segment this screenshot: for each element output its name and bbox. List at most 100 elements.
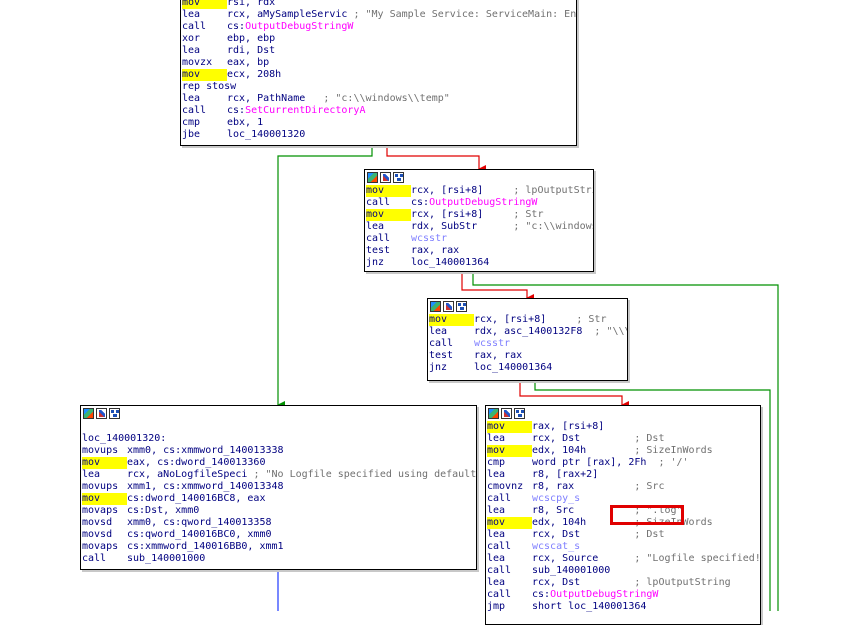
comment: ; lpOutputString (586, 577, 731, 588)
graph-overview-icon[interactable] (96, 408, 107, 419)
color-palette-icon[interactable] (488, 408, 499, 419)
operands: xmm0, cs:qword_140013358 (127, 517, 272, 528)
instruction-line[interactable]: loc_140001320: (82, 433, 475, 445)
edge-jnz1-false (461, 272, 534, 302)
block-toolbar (365, 170, 593, 185)
mnemonic: lea (487, 505, 506, 516)
import-function: OutputDebugStringW (429, 197, 538, 208)
mnemonic: movups (82, 481, 119, 492)
operands: rcx, Dst (532, 577, 581, 588)
operands: eax, cs:dword_140013360 (127, 457, 266, 468)
color-palette-icon[interactable] (430, 301, 441, 312)
xref-icon[interactable] (514, 408, 525, 419)
comment: ; '/' (652, 457, 689, 468)
instruction-line[interactable]: rep stosw (182, 81, 575, 93)
graph-overview-icon[interactable] (501, 408, 512, 419)
mnemonic: lea (182, 45, 201, 56)
instruction-line[interactable]: jbe loc_140001320 (182, 129, 575, 141)
mnemonic: mov (82, 457, 127, 469)
graph-overview-icon[interactable] (380, 172, 391, 183)
color-palette-icon[interactable] (83, 408, 94, 419)
operands: cs:qword_140016BC0, xmm0 (127, 529, 272, 540)
operands: r8, Src (532, 505, 575, 516)
comment: ; Dst (586, 529, 665, 540)
xref-icon[interactable] (393, 172, 404, 183)
operands: short loc_140001364 (532, 601, 647, 612)
block-toolbar (428, 299, 627, 314)
mnemonic: lea (487, 469, 506, 480)
operands: rdx, asc_1400132F8 (474, 326, 583, 337)
instruction-line[interactable]: lea r8, Src ; ".log" (487, 505, 759, 517)
operands: loc_140001320 (227, 129, 306, 140)
operands: rcx, PathName (227, 93, 306, 104)
xref-icon[interactable] (109, 408, 120, 419)
mnemonic: call (182, 105, 207, 116)
comment: ; ".log" (580, 505, 683, 516)
color-palette-icon[interactable] (367, 172, 378, 183)
mnemonic: test (429, 350, 454, 361)
operands: rcx, [rsi+8] (411, 185, 484, 196)
mnemonic: jbe (182, 129, 201, 140)
mnemonic: mov (82, 493, 127, 505)
xref-icon[interactable] (456, 301, 467, 312)
operand-prefix: cs: (227, 105, 246, 116)
graph-overview-icon[interactable] (443, 301, 454, 312)
mnemonic: movaps (82, 541, 119, 552)
edge-jbe-false (386, 146, 486, 173)
instruction-line[interactable] (82, 421, 475, 433)
comment: ; lpOutputString (513, 185, 593, 196)
